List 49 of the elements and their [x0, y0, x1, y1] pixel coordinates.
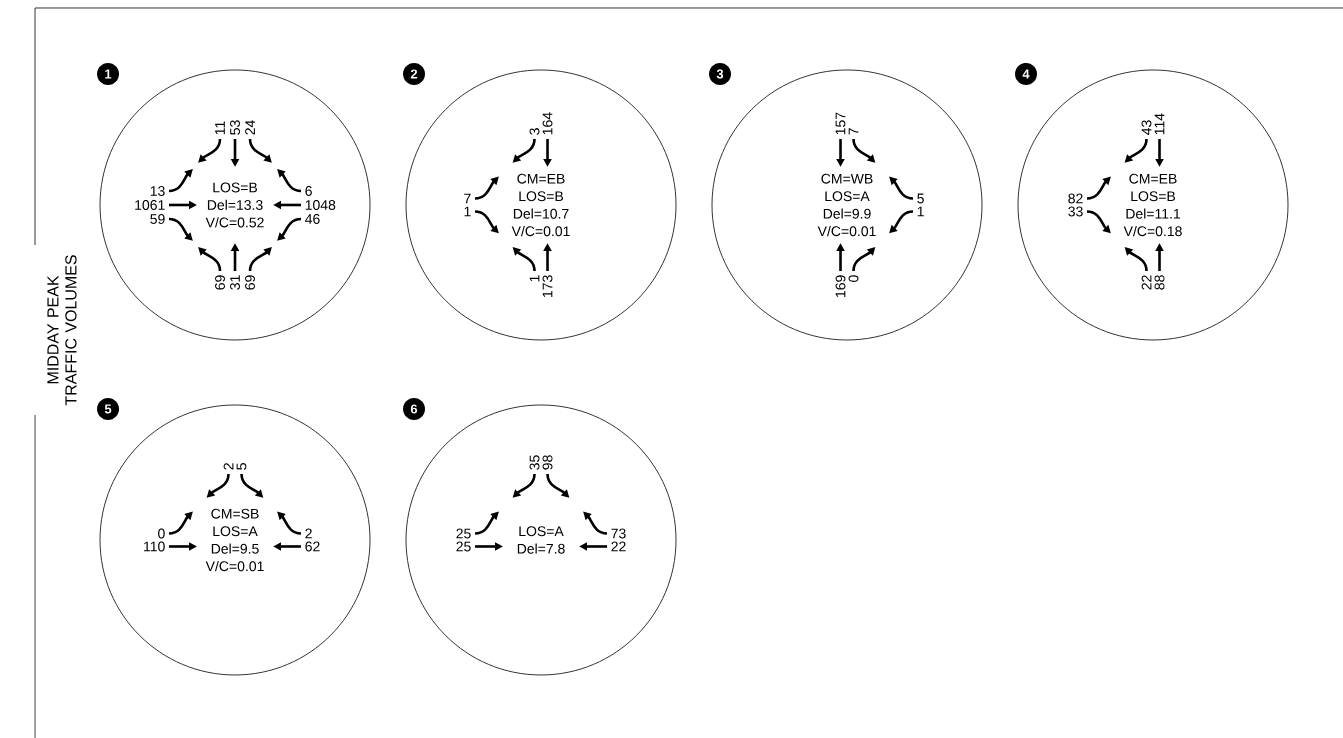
volume-label: 69 [245, 275, 255, 290]
volume-label: 1048 [305, 200, 336, 210]
volume-label: 2 [223, 463, 234, 470]
callout-number: 4 [1015, 63, 1037, 85]
volume-label: 7 [848, 128, 859, 135]
volume-label: 114 [1154, 113, 1165, 135]
volume-label: 31 [230, 275, 240, 290]
volume-label: 6 [305, 186, 312, 196]
volume-label: 164 [542, 112, 553, 135]
volume-label: 110 [144, 541, 165, 552]
volume-label: 46 [305, 214, 320, 224]
volume-label: 0 [158, 528, 165, 539]
volume-label: 7 [464, 193, 471, 204]
volume-label: 43 [1141, 120, 1152, 135]
volume-label: 2 [305, 528, 312, 539]
volume-label: 3 [529, 128, 540, 135]
callout-number: 5 [97, 398, 119, 420]
callout-number: 6 [403, 398, 425, 420]
volume-label: 35 [529, 455, 540, 470]
volume-label: 5 [236, 463, 247, 470]
volume-label: 0 [848, 275, 859, 282]
callout-number: 3 [709, 63, 731, 85]
volume-label: 5 [917, 193, 924, 204]
volume-label: 1 [917, 206, 924, 217]
volume-label: 24 [245, 120, 255, 135]
volume-label: 82 [1068, 193, 1083, 204]
volume-label: 62 [305, 541, 320, 552]
volume-label: 25 [456, 528, 471, 539]
volume-label: 53 [230, 120, 240, 135]
volume-label: 1 [464, 206, 471, 217]
callout-number: 1 [97, 63, 119, 85]
volume-label: 157 [835, 112, 846, 135]
volume-label: 98 [542, 455, 553, 470]
volume-label: 22 [611, 541, 626, 552]
callout-number: 2 [403, 63, 425, 85]
volume-label: 1 [529, 275, 540, 282]
volume-label: 11 [215, 121, 225, 135]
volume-label: 25 [456, 541, 471, 552]
volume-label: 1061 [135, 200, 165, 210]
volume-label: 22 [1141, 275, 1152, 290]
volume-label: 13 [150, 186, 165, 196]
volume-label: 69 [215, 275, 225, 290]
volume-label: 33 [1068, 206, 1083, 217]
volume-label: 73 [611, 528, 626, 539]
volume-label: 169 [835, 275, 846, 297]
volume-label: 88 [1154, 275, 1165, 290]
volume-label: 173 [542, 275, 553, 297]
side-title: MIDDAY PEAK TRAFFIC VOLUMES [47, 255, 77, 406]
volume-label: 59 [150, 214, 165, 224]
